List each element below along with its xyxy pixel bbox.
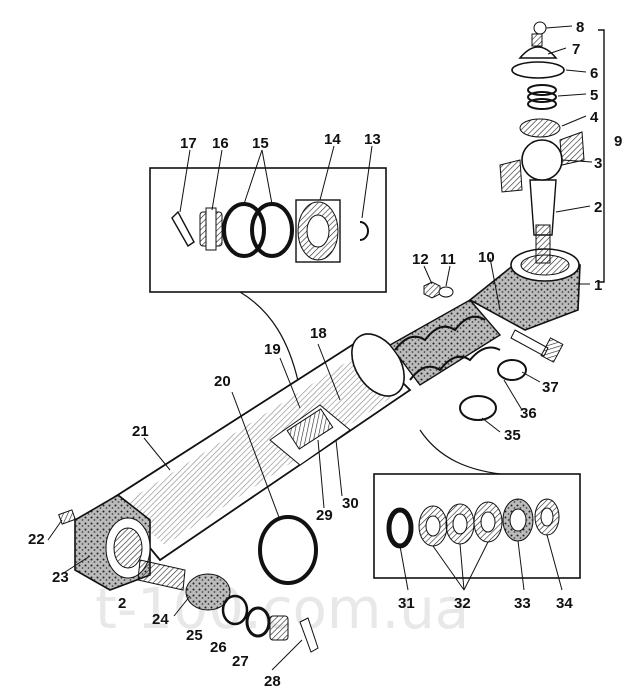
clamp-ring-36 bbox=[497, 359, 527, 381]
ball-seat-3 bbox=[499, 131, 585, 193]
callout-31: 31 bbox=[398, 595, 415, 612]
callout-2: 2 bbox=[594, 199, 602, 216]
callout-21: 21 bbox=[132, 423, 149, 440]
callout-16: 16 bbox=[212, 135, 229, 152]
callout-32: 32 bbox=[454, 595, 471, 612]
piston-parts-inset bbox=[149, 145, 387, 293]
callout-18: 18 bbox=[310, 325, 327, 342]
piston-14 bbox=[295, 199, 341, 263]
callout-27: 27 bbox=[232, 653, 249, 670]
callout-2-lower: 2 bbox=[118, 595, 126, 612]
washer-11 bbox=[438, 286, 454, 298]
callout-14: 14 bbox=[324, 131, 341, 148]
callout-17: 17 bbox=[180, 135, 197, 152]
callout-12: 12 bbox=[412, 251, 429, 268]
ring-25 bbox=[221, 594, 249, 626]
callout-6: 6 bbox=[590, 65, 598, 82]
callout-24: 24 bbox=[152, 611, 169, 628]
callout-20: 20 bbox=[214, 373, 231, 390]
group-bracket-9 bbox=[598, 29, 605, 283]
cotter-pin-28 bbox=[299, 617, 319, 653]
callout-8: 8 bbox=[576, 19, 584, 36]
callout-9: 9 bbox=[614, 133, 622, 150]
callout-37: 37 bbox=[542, 379, 559, 396]
callout-10: 10 bbox=[478, 249, 495, 266]
callout-34: 34 bbox=[556, 595, 573, 612]
clamp-bolt-37 bbox=[510, 329, 564, 363]
grease-fitting-8 bbox=[531, 21, 547, 47]
callout-19: 19 bbox=[264, 341, 281, 358]
seal-ring-15b bbox=[250, 202, 294, 258]
snap-ring-13 bbox=[359, 221, 369, 241]
callout-28: 28 bbox=[264, 673, 281, 690]
clamp-35 bbox=[459, 395, 497, 421]
rubber-boot bbox=[388, 299, 502, 386]
cylinder-body-21 bbox=[108, 333, 412, 562]
grease-fitting-22 bbox=[58, 509, 76, 525]
ball-stud-2 bbox=[521, 139, 563, 264]
nut-12 bbox=[423, 281, 441, 299]
callout-labels: 8 7 6 5 4 9 3 2 1 10 11 12 13 14 15 16 1… bbox=[28, 19, 622, 690]
washer-26 bbox=[245, 606, 271, 638]
callout-15: 15 bbox=[252, 135, 269, 152]
callout-3: 3 bbox=[594, 155, 602, 172]
callout-35: 35 bbox=[504, 427, 521, 444]
castle-nut-16 bbox=[199, 207, 223, 251]
leader-lines bbox=[47, 25, 593, 671]
end-cap-23 bbox=[74, 494, 151, 591]
callout-30: 30 bbox=[342, 495, 359, 512]
bearing-parts-inset bbox=[373, 473, 581, 591]
spring-5 bbox=[527, 84, 557, 110]
callout-22: 22 bbox=[28, 531, 45, 548]
washer-31 bbox=[386, 507, 414, 549]
ball-joint-housing-1 bbox=[468, 248, 581, 331]
callout-4: 4 bbox=[590, 109, 599, 126]
castle-nut-27 bbox=[269, 615, 289, 641]
washer-6 bbox=[511, 61, 565, 79]
callout-33: 33 bbox=[514, 595, 531, 612]
callout-25: 25 bbox=[186, 627, 203, 644]
callout-11: 11 bbox=[440, 251, 456, 268]
cotter-pin-17 bbox=[171, 210, 195, 247]
callout-1: 1 bbox=[594, 277, 602, 294]
insert-4 bbox=[519, 118, 561, 138]
callout-13: 13 bbox=[364, 131, 381, 148]
callout-36: 36 bbox=[520, 405, 537, 422]
callout-26: 26 bbox=[210, 639, 227, 656]
callout-23: 23 bbox=[52, 569, 69, 586]
cap-7 bbox=[518, 46, 558, 59]
callout-7: 7 bbox=[572, 41, 580, 58]
callout-29: 29 bbox=[316, 507, 333, 524]
o-ring-20 bbox=[258, 515, 318, 585]
callout-5: 5 bbox=[590, 87, 598, 104]
lower-ball-stud bbox=[137, 559, 231, 611]
